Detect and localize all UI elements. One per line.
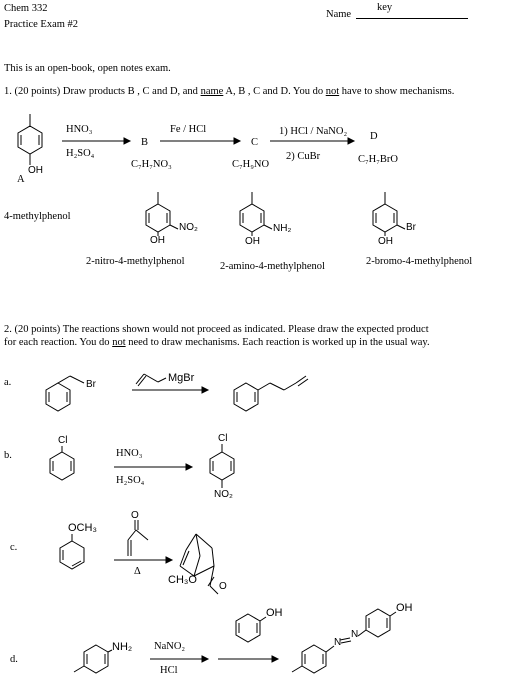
br-d: Br: [406, 222, 416, 233]
q2d-nh2: NH₂: [112, 641, 133, 653]
no2-b: NO₂: [179, 222, 198, 233]
name-d: 2-bromo-4-methylphenol: [366, 256, 473, 267]
intro-text: This is an open-book, open notes exam.: [4, 63, 171, 74]
q2d-reagent-bottom: HCl: [160, 665, 178, 676]
q2b-prod-no2: NO₂: [214, 489, 233, 500]
q2d-prod-oh: OH: [396, 602, 413, 614]
q2-prompt-line1: 2. (20 points) The reactions shown would…: [4, 324, 429, 335]
q2b-reagent-top: HNO₃: [116, 448, 143, 459]
q2b-cl: Cl: [58, 435, 68, 446]
label-d: D: [370, 131, 378, 142]
oh-b: OH: [150, 235, 165, 246]
oh-c: OH: [245, 236, 260, 247]
q2c-delta: Δ: [134, 566, 141, 577]
name-a: 4-methylphenol: [4, 211, 71, 222]
q2b-reagent-bottom: H₂SO₄: [116, 475, 145, 486]
name-b: 2-nitro-4-methylphenol: [86, 256, 185, 267]
q2d-n1: N: [334, 637, 342, 648]
formula-c: C₇H₉NO: [232, 159, 270, 170]
nh2-c: NH₂: [273, 223, 292, 234]
label-b: B: [141, 137, 149, 148]
reagent3-bottom: 2) CuBr: [286, 151, 321, 162]
q2a-label: a.: [4, 377, 12, 388]
q2c-och3: OCH₃: [68, 522, 97, 534]
q2d-reagent-top: NaNO₂: [154, 641, 186, 652]
q2a-mgbr: MgBr: [168, 372, 195, 384]
name-label: Name: [326, 9, 352, 20]
course-title: Chem 332: [4, 3, 48, 14]
q2d-n2: N: [351, 629, 359, 640]
oh-a: OH: [28, 165, 43, 176]
reagent1-bottom: H₂SO₄: [66, 148, 95, 159]
exam-title: Practice Exam #2: [4, 19, 79, 30]
label-c: C: [251, 137, 259, 148]
reagent3-top: 1) HCl / NaNO₂: [279, 126, 348, 137]
name-c: 2-amino-4-methylphenol: [220, 261, 325, 272]
q2c-label: c.: [10, 542, 18, 553]
reagent2-top: Fe / HCl: [170, 124, 207, 135]
name-line: [356, 18, 468, 19]
label-a: A: [17, 174, 25, 185]
q2a-br: Br: [86, 379, 96, 390]
q2b-prod-cl: Cl: [218, 433, 228, 444]
q2-prompt-line2: for each reaction. You do not need to dr…: [4, 337, 430, 348]
reagent1-top: HNO₃: [66, 124, 93, 135]
q2c-o: O: [131, 510, 139, 521]
ring-a: [17, 125, 43, 155]
q2c-prod-och3: CH₃O: [168, 574, 197, 586]
q2b-label: b.: [4, 450, 12, 461]
q1-prompt: 1. (20 points) Draw products B , C and D…: [4, 86, 455, 97]
formula-b: C₇H₇NO₃: [131, 159, 172, 170]
q2d-phenol-oh: OH: [266, 607, 283, 619]
name-value: key: [377, 2, 393, 13]
formula-d: C₇H₇BrO: [358, 154, 398, 165]
q2c-prod-o: O: [219, 581, 227, 592]
oh-d: OH: [378, 236, 393, 247]
q2d-label: d.: [10, 654, 18, 665]
